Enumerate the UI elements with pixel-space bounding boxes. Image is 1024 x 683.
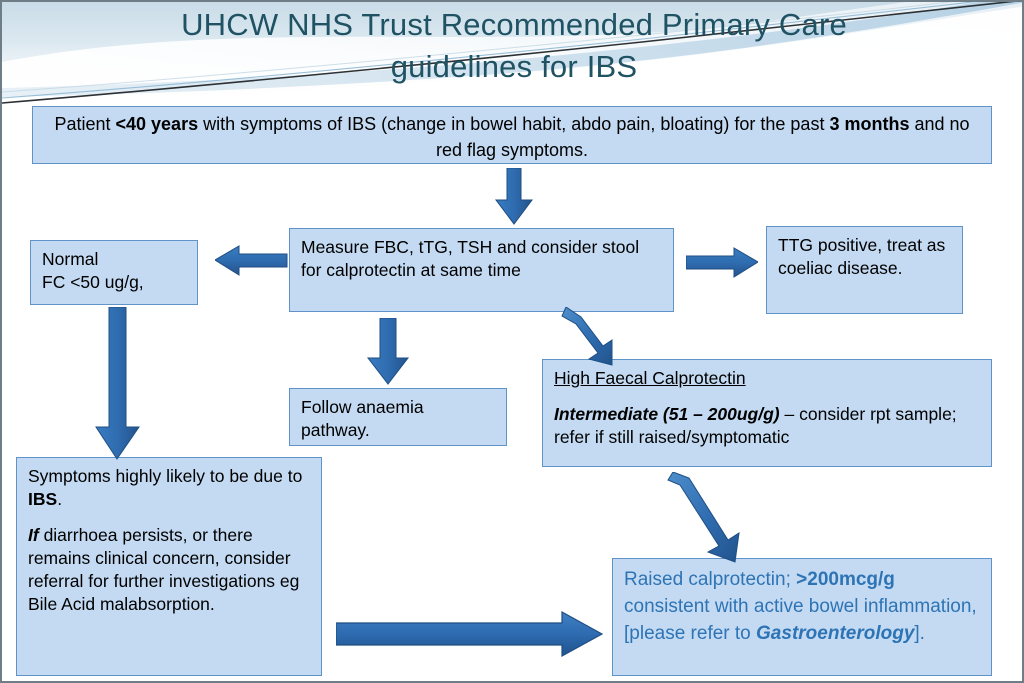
arrow-calprotectin-to-raised	[667, 472, 740, 563]
follow-anaemia-pathway-text: Follow anaemia pathway.	[301, 397, 424, 440]
high-faecal-calprotectin-box: High Faecal Calprotectin Intermediate (5…	[542, 359, 992, 467]
normal-fc-line2: FC <50 ug/g,	[42, 272, 144, 292]
page-title-line1: UHCW NHS Trust Recommended Primary Care	[181, 7, 847, 42]
spacer	[28, 511, 310, 524]
high-faecal-calprotectin-body: Intermediate (51 – 200ug/g) – consider r…	[554, 404, 957, 447]
spacer	[554, 390, 980, 403]
header-decoration	[2, 2, 1022, 106]
normal-fc-box: Normal FC <50 ug/g,	[30, 240, 198, 305]
normal-fc-line1: Normal	[42, 249, 99, 269]
patient-criteria-box: Patient <40 years with symptoms of IBS (…	[32, 106, 992, 164]
header-swoosh-graphic	[2, 2, 1022, 106]
patient-criteria-text: Patient <40 years with symptoms of IBS (…	[54, 114, 970, 160]
raised-calprotectin-box: Raised calprotectin; >200mcg/g consisten…	[612, 558, 992, 676]
arrow-patient-to-measure	[495, 168, 533, 225]
arrow-measure-to-anaemia	[366, 318, 410, 385]
page-title-line2: guidelines for IBS	[390, 49, 638, 84]
symptoms-likely-ibs-para1: Symptoms highly likely to be due to IBS.	[28, 466, 303, 509]
arrow-symptoms-to-raised	[336, 610, 604, 658]
arrow-measure-to-ttg-positive	[686, 247, 758, 278]
follow-anaemia-pathway-box: Follow anaemia pathway.	[289, 388, 507, 446]
symptoms-likely-ibs-box: Symptoms highly likely to be due to IBS.…	[16, 457, 322, 676]
measure-tests-text: Measure FBC, tTG, TSH and consider stool…	[301, 237, 640, 280]
arrow-normal-to-symptoms	[95, 307, 140, 460]
arrow-measure-to-high-calprotectin	[561, 307, 613, 366]
high-faecal-calprotectin-heading: High Faecal Calprotectin	[554, 368, 746, 388]
raised-calprotectin-text: Raised calprotectin; >200mcg/g consisten…	[624, 569, 977, 644]
page-title: UHCW NHS Trust Recommended Primary Care …	[2, 4, 1022, 88]
arrow-measure-to-normal	[215, 245, 288, 276]
ttg-positive-box: TTG positive, treat as coeliac disease.	[766, 226, 963, 314]
ttg-positive-text: TTG positive, treat as coeliac disease.	[778, 235, 946, 278]
symptoms-likely-ibs-para2: If diarrhoea persists, or there remains …	[28, 525, 300, 614]
measure-tests-box: Measure FBC, tTG, TSH and consider stool…	[289, 228, 674, 312]
